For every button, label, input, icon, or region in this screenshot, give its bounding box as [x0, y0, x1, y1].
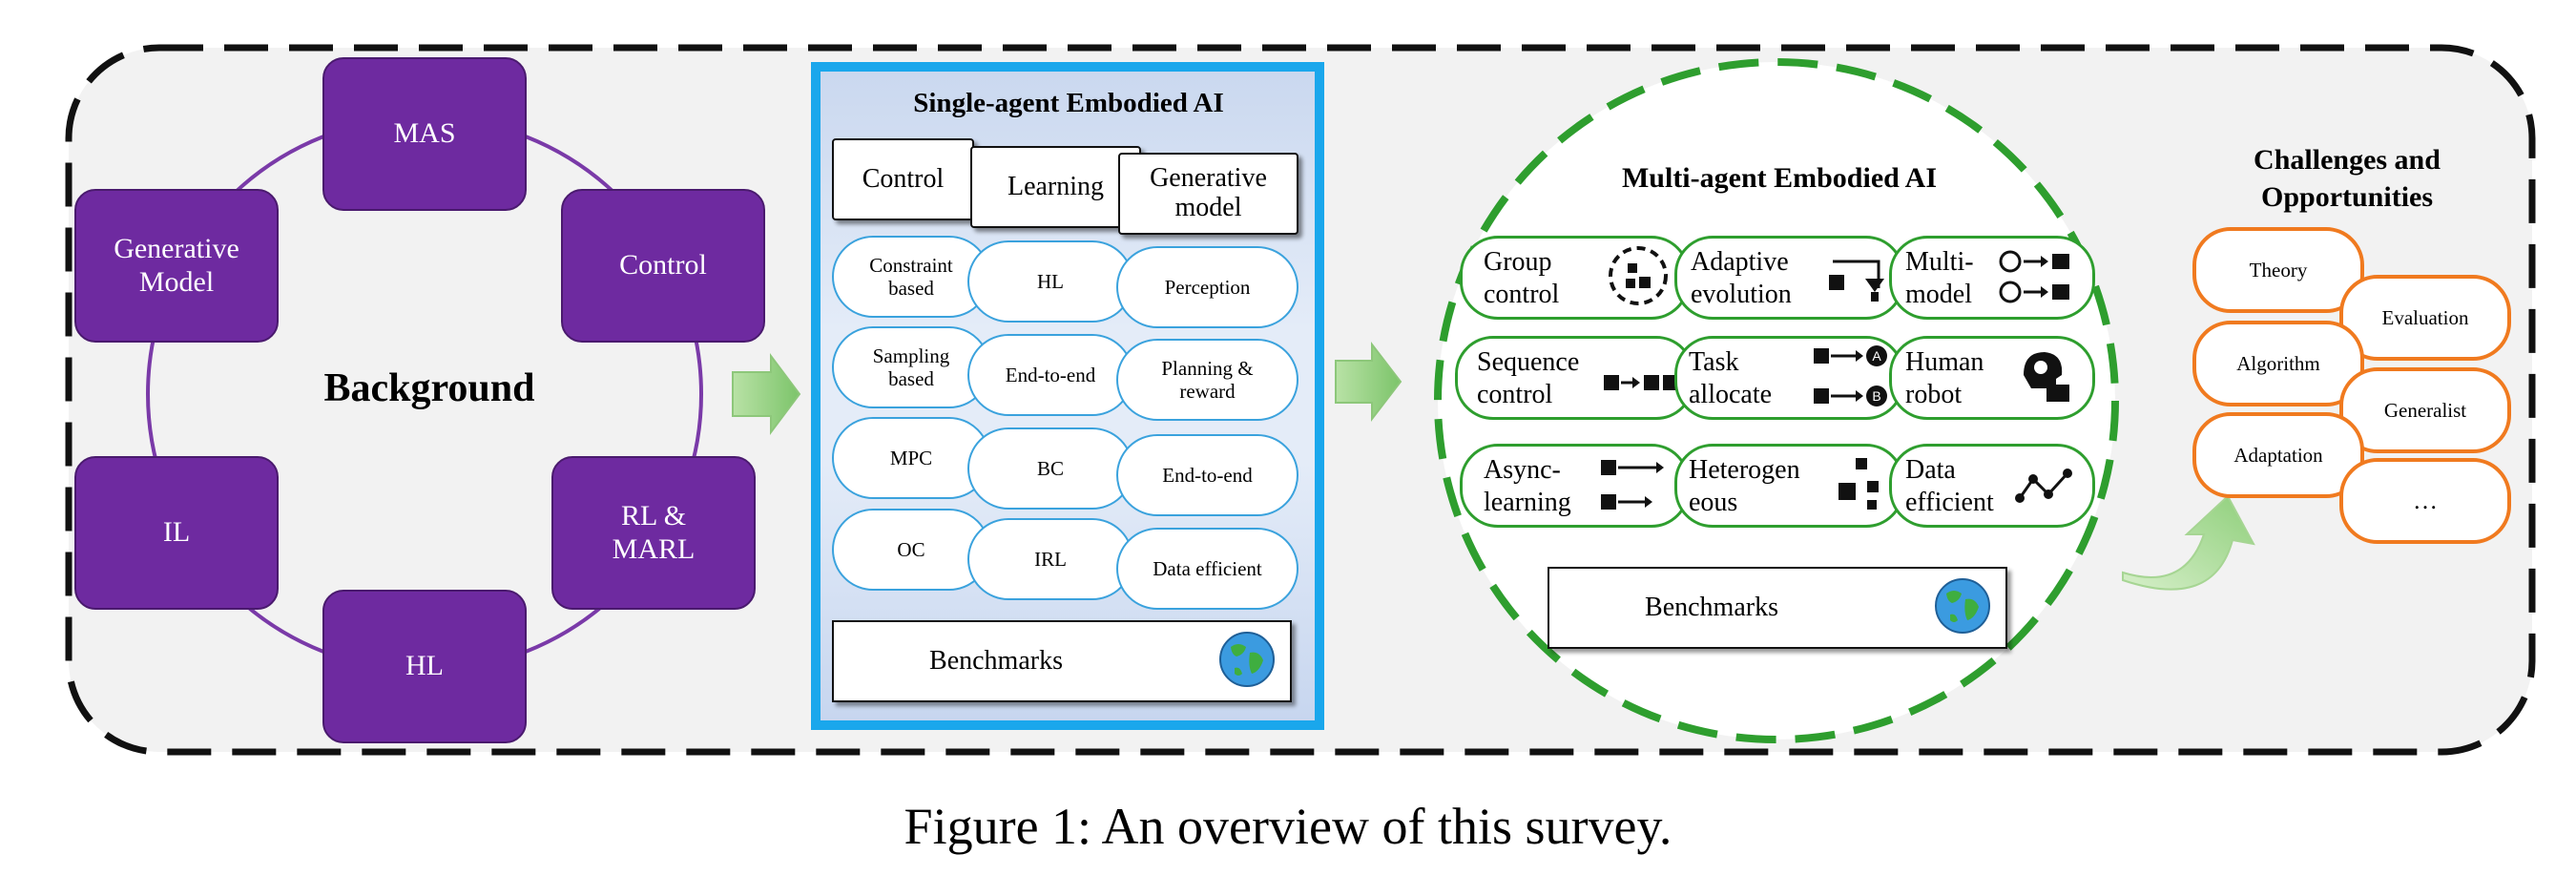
single-agent-title: Single-agent Embodied AI	[913, 88, 1224, 118]
figure-caption: Figure 1: An overview of this survey.	[904, 798, 1672, 855]
node-label: Generative Model	[114, 233, 239, 298]
benchmarks-label: Benchmarks	[929, 646, 1063, 676]
multi-agent-item-data-efficient: Data efficient	[1889, 444, 2095, 528]
globe-icon	[1219, 632, 1275, 687]
tab-label: Generative model	[1150, 163, 1267, 222]
multi-agent-item-group-control: Group control	[1460, 236, 1690, 320]
task-allocate-icon: A B	[1814, 345, 1887, 406]
node-label: HL	[405, 650, 444, 682]
node-label: Control	[619, 249, 707, 281]
multi-agent-item-adaptive-evolution: Adaptive evolution	[1674, 236, 1904, 320]
generative-item: Data efficient	[1116, 528, 1298, 610]
item-label: Sampling based	[872, 344, 950, 390]
benchmarks-label: Benchmarks	[1645, 593, 1778, 622]
multi-model-icon	[1999, 250, 2069, 303]
challenge-evaluation: Evaluation	[2339, 275, 2511, 361]
control-item: Constraint based	[832, 236, 990, 318]
item-label: Adaptive evolution	[1691, 247, 1792, 309]
multi-agent-item-async-learning: Async- learning	[1460, 444, 1690, 528]
challenge-generalist: Generalist	[2339, 367, 2511, 453]
svg-text:B: B	[1872, 388, 1880, 404]
control-item: OC	[832, 509, 990, 591]
item-label: Async- learning	[1484, 455, 1571, 517]
node-label: RL & MARL	[612, 500, 696, 565]
item-label: Multi- model	[1905, 247, 1974, 309]
arrow-background-to-single	[732, 353, 801, 435]
tab-control: Control	[832, 138, 974, 220]
control-item: MPC	[832, 417, 990, 499]
item-label: Sequence control	[1477, 347, 1580, 409]
human-robot-icon	[2024, 352, 2069, 402]
multi-agent-title: Multi-agent Embodied AI	[1621, 162, 1938, 194]
tab-label: Learning	[1007, 171, 1105, 201]
item-label: OC	[897, 537, 925, 561]
learning-item: End-to-end	[967, 334, 1133, 416]
learning-item: BC	[967, 427, 1133, 510]
sequence-icon	[1604, 375, 1678, 390]
item-label: Generalist	[2383, 398, 2467, 422]
tab-learning: Learning	[970, 146, 1141, 228]
item-label: Theory	[2249, 258, 2308, 281]
item-label: Data efficient	[1153, 556, 1262, 580]
tab-label: Control	[862, 163, 945, 194]
multi-agent-item-task-allocate: Task allocate A B	[1674, 336, 1904, 420]
background-node-il: IL	[74, 456, 279, 610]
background-node-mas: MAS	[322, 57, 527, 211]
async-learning-icon	[1601, 460, 1664, 510]
arrow-multi-to-challenges	[2122, 494, 2255, 591]
node-label: MAS	[393, 117, 456, 150]
arrow-single-to-multi	[1335, 342, 1402, 422]
item-label: …	[2413, 487, 2438, 514]
multi-agent-item-sequence-control: Sequence control	[1455, 336, 1694, 420]
item-label: Evaluation	[2381, 305, 2469, 329]
feedback-loop-icon	[1829, 260, 1884, 302]
multi-agent-item-human-robot: Human robot	[1889, 336, 2095, 420]
background-node-generative-model: Generative Model	[74, 189, 279, 343]
learning-item: HL	[967, 240, 1133, 323]
tab-generative-model: Generative model	[1118, 153, 1298, 235]
svg-text:A: A	[1872, 348, 1881, 364]
multi-agent-benchmarks: Benchmarks	[1548, 567, 2007, 649]
heterogeneous-agents-icon	[1839, 458, 1879, 510]
multi-agent-item-multi-model: Multi- model	[1889, 236, 2095, 320]
item-label: BC	[1036, 456, 1064, 480]
background-title: Background	[323, 366, 535, 410]
item-label: Heterogen eous	[1689, 455, 1800, 517]
multi-agent-item-heterogeneous: Heterogen eous	[1674, 444, 1904, 528]
background-node-rl-marl: RL & MARL	[551, 456, 756, 610]
generative-item: End-to-end	[1116, 434, 1298, 516]
learning-item: IRL	[967, 518, 1133, 600]
node-label: IL	[162, 516, 191, 549]
background-node-control: Control	[561, 189, 765, 343]
control-item: Sampling based	[832, 326, 990, 408]
item-label: MPC	[889, 446, 933, 469]
item-label: Perception	[1164, 275, 1251, 299]
globe-icon	[1935, 578, 1990, 634]
item-label: Human robot	[1905, 347, 1984, 409]
item-label: Planning & reward	[1161, 356, 1254, 403]
background-node-hl: HL	[322, 590, 527, 743]
challenge-more: …	[2339, 458, 2511, 544]
item-label: Constraint based	[869, 253, 953, 300]
item-label: Adaptation	[2233, 443, 2323, 467]
item-label: Group control	[1484, 247, 1560, 309]
challenge-algorithm: Algorithm	[2192, 321, 2364, 406]
item-label: Algorithm	[2236, 351, 2320, 375]
challenge-adaptation: Adaptation	[2192, 412, 2364, 498]
group-circle-icon	[1609, 246, 1668, 305]
challenges-title: Challenges and Opportunities	[2254, 144, 2441, 213]
item-label: HL	[1037, 269, 1064, 293]
generative-item: Planning & reward	[1116, 339, 1298, 421]
single-agent-benchmarks: Benchmarks	[832, 620, 1292, 702]
data-curve-icon	[2015, 469, 2072, 503]
item-label: Task allocate	[1689, 347, 1773, 409]
item-label: Data efficient	[1905, 455, 1994, 517]
item-label: End-to-end	[1162, 463, 1253, 487]
item-label: IRL	[1034, 547, 1067, 571]
item-label: End-to-end	[1005, 363, 1096, 386]
challenge-theory: Theory	[2192, 227, 2364, 313]
generative-item: Perception	[1116, 246, 1298, 328]
